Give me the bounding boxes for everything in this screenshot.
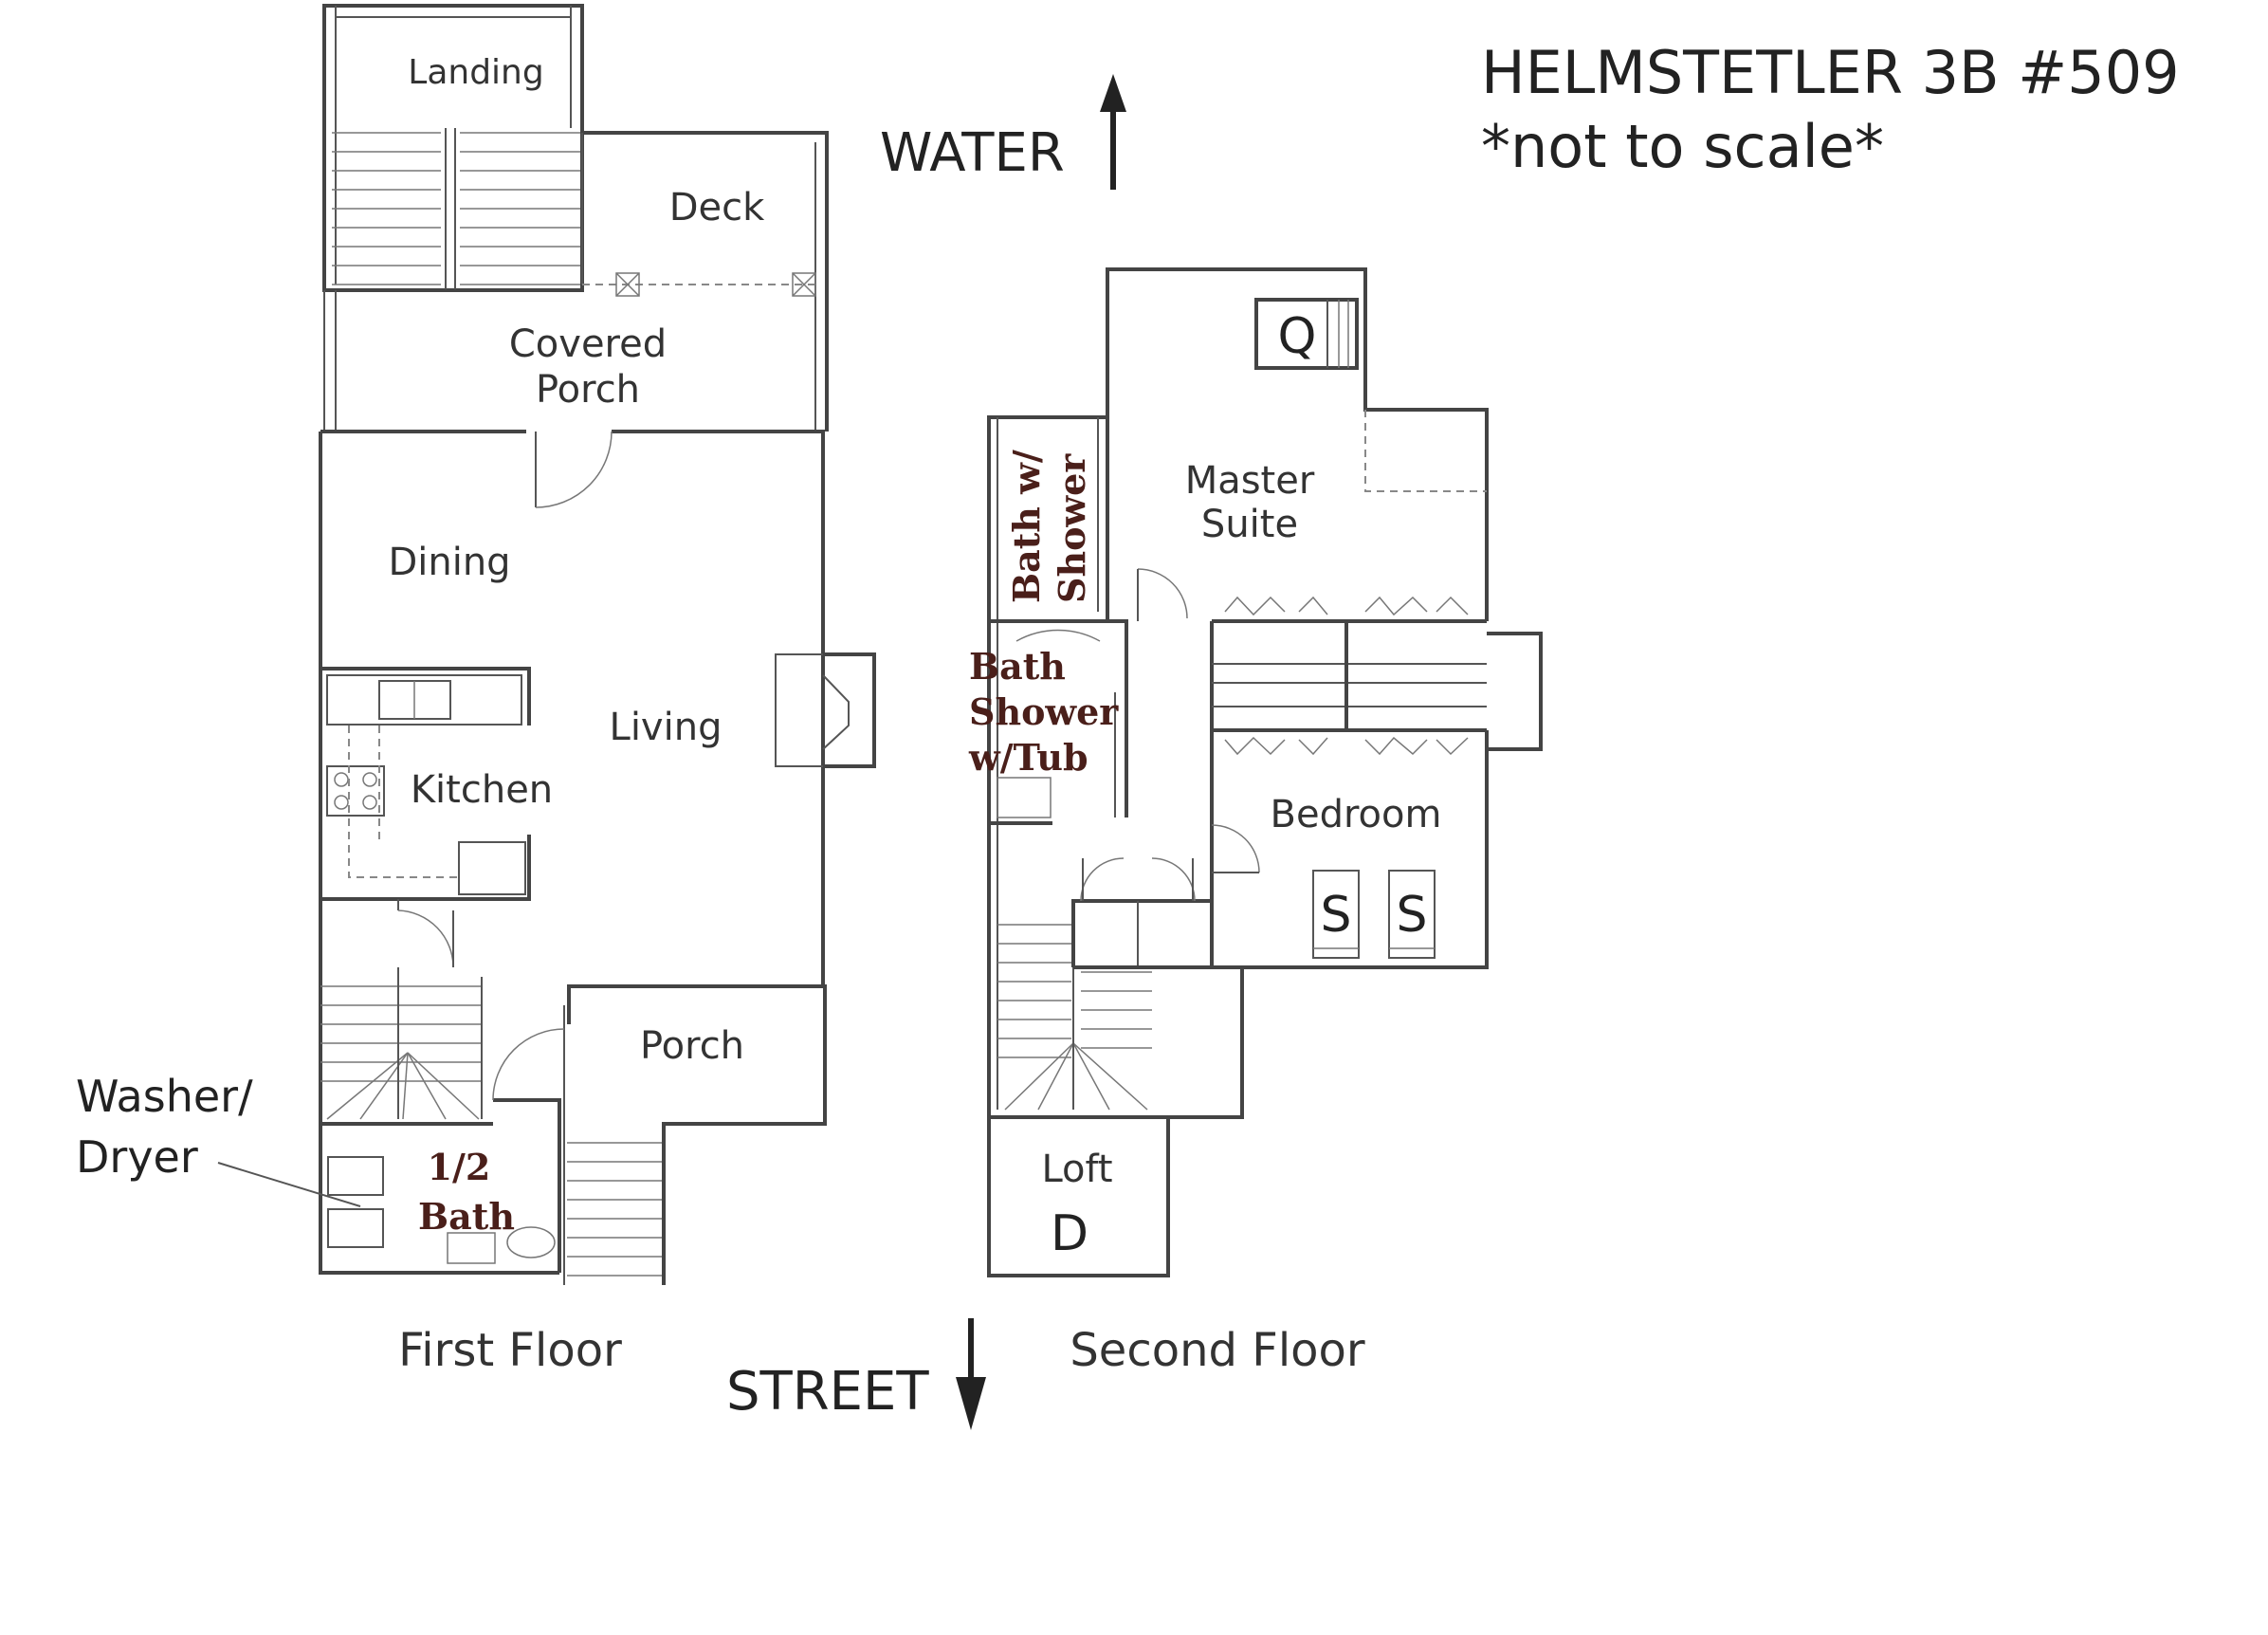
washer-dryer-label-line2: Dryer bbox=[76, 1131, 198, 1183]
plan-title: HELMSTETLER 3B #509 bbox=[1481, 38, 2180, 107]
up-arrow-icon bbox=[1100, 74, 1126, 112]
single-bed-1: S bbox=[1312, 870, 1360, 959]
room-label-kitchen: Kitchen bbox=[411, 768, 553, 812]
queen-bed-label: Q bbox=[1278, 308, 1317, 365]
room-label-master-line1: Master bbox=[1185, 459, 1315, 503]
room-label-half-bath-line2: Bath bbox=[418, 1195, 515, 1238]
room-label-porch: Porch bbox=[640, 1024, 744, 1068]
street-label: STREET bbox=[726, 1361, 929, 1423]
room-label-bath-tub-line3: w/Tub bbox=[968, 736, 1088, 779]
room-label-bath-tub-line2: Shower bbox=[969, 690, 1119, 733]
double-bed-label: D bbox=[1051, 1205, 1088, 1262]
single-bed-1-label: S bbox=[1320, 887, 1351, 944]
water-label: WATER bbox=[880, 122, 1065, 184]
room-label-covered-porch-line2: Porch bbox=[536, 368, 640, 412]
landing-area bbox=[322, 4, 584, 292]
second-floor: Q S S Master Suite Bath w/ Shower Bath S… bbox=[968, 267, 1543, 1377]
room-label-deck: Deck bbox=[669, 186, 765, 230]
single-bed-2-label: S bbox=[1396, 887, 1427, 944]
scale-note: *not to scale* bbox=[1481, 112, 1884, 181]
second-floor-caption: Second Floor bbox=[1070, 1324, 1365, 1377]
single-bed-2: S bbox=[1388, 870, 1436, 959]
direction-street: STREET bbox=[726, 1318, 986, 1430]
direction-water: WATER bbox=[880, 74, 1126, 190]
first-floor: Landing Deck Covered Porch Dining Living… bbox=[76, 4, 876, 1377]
room-label-half-bath-line1: 1/2 bbox=[428, 1146, 491, 1188]
room-label-living: Living bbox=[610, 706, 722, 749]
room-label-bath-shower-line1: Bath w/ bbox=[1005, 450, 1048, 603]
room-label-bedroom: Bedroom bbox=[1271, 793, 1442, 836]
room-label-master-line2: Suite bbox=[1201, 503, 1298, 546]
room-label-landing: Landing bbox=[408, 53, 543, 92]
queen-bed: Q bbox=[1254, 298, 1359, 370]
second-floor-walls bbox=[987, 267, 1543, 1277]
room-label-dining: Dining bbox=[388, 541, 510, 584]
washer-dryer-label-line1: Washer/ bbox=[76, 1071, 253, 1122]
room-label-loft: Loft bbox=[1041, 1148, 1112, 1191]
room-label-bath-shower-line2: Shower bbox=[1051, 453, 1093, 603]
first-floor-walls bbox=[217, 430, 876, 1285]
down-arrow-icon bbox=[956, 1377, 986, 1430]
room-label-covered-porch-line1: Covered bbox=[509, 322, 667, 366]
room-label-bath-tub-line1: Bath bbox=[969, 645, 1066, 688]
deck-covered-porch bbox=[323, 131, 829, 432]
first-floor-caption: First Floor bbox=[398, 1324, 622, 1377]
